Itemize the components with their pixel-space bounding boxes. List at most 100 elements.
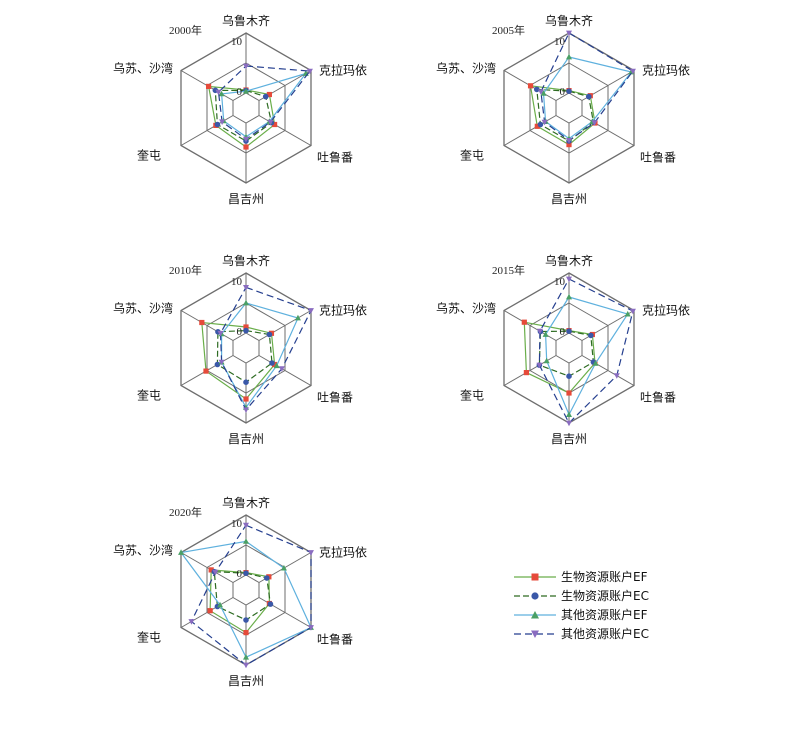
- data-point: [306, 68, 313, 75]
- data-point: [263, 575, 270, 581]
- data-point: [214, 121, 221, 128]
- data-point: [591, 120, 598, 126]
- data-point: [540, 90, 547, 96]
- data-point: [243, 299, 249, 306]
- scale-min-label: 0: [560, 86, 566, 98]
- data-point: [188, 619, 195, 625]
- axis-label: 吐鲁番: [317, 391, 353, 405]
- axis-label: 昌吉州: [551, 432, 587, 446]
- data-point: [262, 93, 269, 100]
- data-point: [271, 361, 278, 368]
- series-line-3: [538, 278, 634, 425]
- data-point: [243, 136, 249, 143]
- series-line-1: [538, 330, 595, 377]
- axis-label: 奎屯: [460, 148, 484, 163]
- legend-label: 其他资源账户EF: [561, 608, 648, 622]
- data-point: [243, 538, 249, 544]
- data-point: [214, 361, 221, 368]
- axis-label: 乌苏、沙湾: [436, 301, 496, 316]
- legend-item: 生物资源账户EC: [512, 586, 692, 605]
- year-label: 2000年: [169, 23, 202, 37]
- data-point: [533, 86, 540, 93]
- axis-label: 吐鲁番: [640, 391, 676, 405]
- data-point: [243, 522, 249, 529]
- legend-item: 其他资源账户EC: [512, 624, 692, 643]
- year-label: 2010年: [169, 263, 202, 277]
- data-point: [243, 570, 249, 576]
- series-line-3: [219, 286, 312, 411]
- axis-spoke: [180, 552, 234, 583]
- data-point: [566, 276, 572, 283]
- data-point: [566, 142, 572, 148]
- scale-min-label: 0: [237, 568, 243, 580]
- axis-label: 昌吉州: [228, 674, 264, 688]
- data-point: [215, 89, 222, 96]
- data-point: [534, 123, 540, 129]
- data-point: [294, 314, 301, 321]
- axis-label: 吐鲁番: [640, 151, 676, 165]
- data-point: [542, 331, 549, 337]
- data-point: [243, 407, 249, 413]
- data-point: [536, 328, 543, 335]
- scale-max-label: 10: [231, 276, 243, 288]
- year-label: 2020年: [169, 505, 202, 519]
- axis-label: 乌鲁木齐: [222, 495, 270, 510]
- axis-label: 奎屯: [460, 388, 484, 403]
- legend-swatch: [514, 610, 556, 618]
- data-point: [217, 330, 224, 337]
- data-point: [199, 319, 205, 326]
- data-point: [271, 121, 278, 128]
- data-point: [219, 119, 226, 125]
- data-point: [566, 88, 572, 94]
- axis-label: 乌苏、沙湾: [436, 61, 496, 76]
- data-point: [566, 390, 572, 396]
- data-point: [218, 90, 225, 97]
- scale-max-label: 10: [554, 36, 566, 48]
- data-point: [208, 567, 214, 573]
- data-point: [307, 625, 314, 631]
- data-point: [243, 379, 249, 386]
- data-point: [212, 569, 219, 576]
- data-point: [267, 601, 274, 607]
- legend-label: 其他资源账户EC: [561, 627, 649, 641]
- data-point: [217, 601, 224, 608]
- data-point: [307, 550, 314, 556]
- axis-label: 乌苏、沙湾: [113, 301, 173, 316]
- data-point: [566, 420, 572, 427]
- axis-label: 克拉玛依: [319, 303, 367, 318]
- data-point: [243, 630, 249, 636]
- data-point: [218, 359, 225, 366]
- data-point: [624, 310, 631, 317]
- data-point: [266, 331, 273, 338]
- legend: 生物资源账户EF 生物资源账户EC 其他资源账户EF 其他资源账户EC: [512, 567, 692, 643]
- scale-max-label: 10: [231, 36, 243, 48]
- legend-item: 其他资源账户EF: [512, 605, 692, 624]
- axis-spoke: [258, 115, 312, 146]
- data-point: [243, 63, 249, 70]
- data-point: [543, 357, 550, 364]
- data-point: [178, 549, 185, 555]
- axis-label: 奎屯: [137, 630, 161, 645]
- data-point: [243, 285, 249, 291]
- legend-label: 生物资源账户EC: [561, 589, 649, 603]
- axis-label: 吐鲁番: [317, 151, 353, 165]
- axis-spoke: [503, 115, 557, 146]
- axis-spoke: [180, 597, 234, 628]
- axis-label: 奎屯: [137, 148, 161, 163]
- axis-spoke: [180, 310, 234, 341]
- data-point: [566, 373, 572, 380]
- data-point: [205, 83, 212, 89]
- legend-swatch: [514, 591, 556, 600]
- data-point: [307, 308, 314, 314]
- data-point: [527, 83, 534, 89]
- axis-label: 乌鲁木齐: [222, 253, 270, 268]
- legend-swatch: [514, 630, 556, 638]
- data-point: [588, 332, 594, 339]
- scale-min-label: 0: [237, 86, 243, 98]
- data-point: [585, 93, 592, 100]
- data-point: [541, 119, 548, 126]
